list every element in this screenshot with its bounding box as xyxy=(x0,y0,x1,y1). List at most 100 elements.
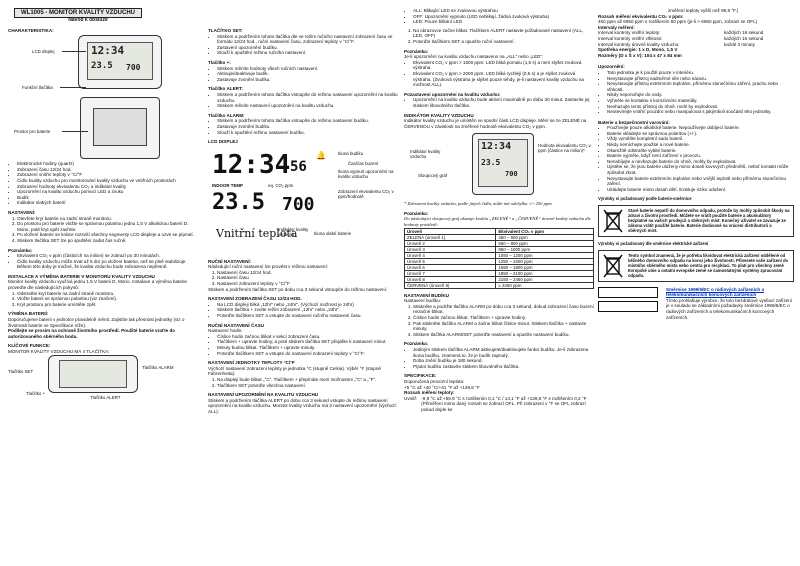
power-spec: Spotřeba energie: 1 x D, Mono, 1,5 V xyxy=(598,47,678,53)
device-lcd-ppm: 700 xyxy=(126,63,141,73)
temp-unit-item: Tlačítkem SET potvrďte všechna nastavení… xyxy=(217,383,398,389)
alarm-bell-icon: 🔔 xyxy=(316,150,326,160)
feature-item: Indikátor slabých baterií xyxy=(17,200,198,206)
safety-item: Nevystavujte baterie extrémním teplotám … xyxy=(607,176,794,187)
note-heading: Poznámka: xyxy=(8,247,33,253)
feature-item: Zobrazení hodnoty ekvivalentu CO₂ a indi… xyxy=(17,184,198,190)
interval-value: každých 16 sekund xyxy=(724,30,764,36)
battery-safety-list: Používejte pouze alkalické baterie. Nepo… xyxy=(598,125,794,192)
brand-logo xyxy=(598,300,658,312)
lcd-diagram-temp: 23.5 xyxy=(212,189,265,215)
setup-heading: NASTAVENÍ: xyxy=(8,209,36,215)
indicator-device-lcd: 12:34 23.5 700 xyxy=(478,139,528,188)
warnings-heading: Upozornění: xyxy=(598,64,625,70)
alarm-setting-paragraph: Nastavení budíku: xyxy=(404,298,442,304)
alert-stop-item: Upozornění na kvalitu vzduchu bude aktiv… xyxy=(413,97,594,108)
spec-range-value: -9,9 °C až +59,9 °C s rozlišením 0,1 °C … xyxy=(421,395,587,412)
setup-list: Otevřete kryt baterie na zadní straně mo… xyxy=(8,216,198,244)
hour-format-list: Na LCD displeji bliká „12hr“ nebo „24hr“… xyxy=(208,302,398,319)
time-setting-paragraph: Nastavení hodin: xyxy=(208,328,243,334)
table-row: ČERVENÁ (úroveň 9)≥ 2450 ppm xyxy=(403,281,594,289)
table-note-heading: Poznámka: xyxy=(404,210,429,216)
set-key-list: Stiskem a podržením tohoto tlačítka dle … xyxy=(208,34,398,56)
note-item: Čidlo kvality vzduchu může trvat až 5 dn… xyxy=(17,259,198,270)
key-functions-paragraph: MONITOR KVALITY VZDUCHU MÁ 4 TLAČÍTKA: xyxy=(8,349,110,354)
alarm-setting-list: Stiskněte a podržte tlačítko ALARM po do… xyxy=(404,304,594,338)
setup-step: Do prostoru pro baterie vložte se správn… xyxy=(17,221,198,232)
install-step: Kryt prostoru pro baterie umístěte zpět. xyxy=(17,302,198,308)
quality-indicator-heading: INDIKÁTOR KVALITY VZDUCHU xyxy=(404,112,474,118)
alert-steps-list: Na obrazovce začne blikat. Tlačítkem ALE… xyxy=(404,28,594,45)
feature-item: Elektronické hodiny (quartz) xyxy=(17,161,198,167)
interval-value: každých 16 sekund xyxy=(724,35,764,41)
setup-step: Otevřete kryt baterie na zadní straně mo… xyxy=(17,216,198,222)
alarm-note-item: Pípání budíku zastavíte stiskem libovoln… xyxy=(413,364,594,370)
warning-item: Neotevírejte vnitřní pouzdro nebo manipu… xyxy=(607,109,794,115)
air-quality-alert-paragraph: Stiskem a podržením tlačítka ALERT po do… xyxy=(208,397,397,414)
lcd-diagram-indoor-label: INDOOR TEMP xyxy=(212,182,243,188)
safety-item: Používejte pouze alkalické baterie. Nepo… xyxy=(607,125,794,131)
install-paragraph: Monitor kvality vzduchu využívá jednu 1,… xyxy=(8,279,187,291)
table-cell: ČERVENÁ (úroveň 9) xyxy=(403,281,497,289)
battery-env-warning: Podílejte se prosím na ochraně životního… xyxy=(8,328,176,339)
plus-button-label: Tlačítko + xyxy=(26,390,46,396)
electrical-waste-text: Tento symbol znamená, že je potřeba likv… xyxy=(628,252,789,278)
set-button-label: Tlačítko SET xyxy=(8,368,34,374)
crossed-bin-icon xyxy=(601,253,625,279)
manual-item: Nastavení času xyxy=(217,275,398,281)
alarm-setting-step: Číslice hodin začnou blikat. Tlačítkem +… xyxy=(413,315,594,321)
column-2: TLAČÍTKO SET: Stiskem a podržením tohoto… xyxy=(208,8,398,415)
electrical-waste-box: Tento symbol znamená, že je potřeba likv… xyxy=(598,249,794,282)
spec-range-row: Uvnitř: -9,9 °C až +59,9 °C s rozlišením… xyxy=(404,396,594,413)
spec-range-label: Uvnitř: xyxy=(404,395,418,401)
alert-options-list: ALL: Blikající LED se zvukovou výstrahou… xyxy=(404,8,594,25)
alarm-icon-label: Ikona budíku xyxy=(338,150,364,156)
alarm-setting-heading: NASTAVENÍ BUDÍKU xyxy=(404,292,450,298)
spec-temp-heading: Doporučená provozní teplota: xyxy=(404,378,465,384)
characteristics-heading: CHARAKTERISTIKA: xyxy=(8,27,54,33)
indicator-illustration: 12:34 23.5 700 Indikátor kvality vzduchu… xyxy=(404,129,594,201)
co2-level-table: Úroveň Ekvivalent CO₂ v ppm ZELENÁ (úrov… xyxy=(403,227,594,289)
alarm-setting-step: Stiskněte a podržte tlačítko ALARM po do… xyxy=(413,304,594,315)
directive-link[interactable]: Směrnice 1999/5/EC o rádiových zařízeníc… xyxy=(666,286,765,298)
alert-stop-list: Upozornění na kvalitu vzduchu bude aktiv… xyxy=(404,97,594,108)
lcd-display-diagram: 12:34 56 🔔 INDOOR TEMP eq. CO₂ ppm 23.5 … xyxy=(208,147,398,255)
spec-temp-value: +5 °C až +40 °C/+41 °F až +139,8 °F xyxy=(404,384,480,390)
safety-item: Baterie vyjměte, když není zařízení v pr… xyxy=(607,153,794,159)
battery-label-line xyxy=(62,131,88,132)
feature-item: Budík xyxy=(17,195,198,201)
install-step: Odstraňte kryt baterie na zadní straně m… xyxy=(17,291,198,297)
alert-button-label: Tlačítko ALERT xyxy=(90,394,121,400)
device-lcd-temp: 23.5 xyxy=(91,61,113,72)
table-note: Do následující sloupcový graf ukazuje kv… xyxy=(404,216,591,228)
crossed-bin-icon xyxy=(601,208,625,234)
manual-paragraph-2: Stiskem a podržením tlačítka SET po dobu… xyxy=(208,286,388,292)
alert-option: OFF: Upozornění vypnuto (LED neblikají, … xyxy=(413,14,594,20)
alarm-note-list: Jediným stiskem tlačítka ALARM aktivujet… xyxy=(404,347,594,369)
intervals-heading: Intervaly měření: xyxy=(598,24,635,30)
function-keys-label: Funkční tlačítka xyxy=(22,85,53,91)
indicator-lcd-ppm: 700 xyxy=(505,170,518,179)
interval-row: Interval kontroly úrovně kvality vzduchu… xyxy=(598,42,794,48)
alarm-key-heading: Tlačítko ALARM: xyxy=(208,112,245,118)
alert-off-icon-label: Ikona vypnutí upozornění na kvalitu vzdu… xyxy=(338,168,394,179)
time-setting-item: Číslice hodin začnou blikat v sekci zobr… xyxy=(217,334,398,340)
install-list: Odstraňte kryt baterie na zadní straně m… xyxy=(8,291,198,308)
time-setting-item: Minuty budou blikat. Tlačítkem + upravte… xyxy=(217,345,398,351)
setup-step: Stiskem tlačítka SET lze po spuštění zad… xyxy=(17,238,198,244)
alert-key-item: Stiskem a podržením tohoto tlačítka vsto… xyxy=(217,92,398,103)
warning-item: Vyhněte se kontaktu s korozivními materi… xyxy=(607,98,794,104)
set-key-item: Stiskem a podržením tohoto tlačítka dle … xyxy=(217,34,398,45)
manual-item: Nastavení času 12/24 hod. xyxy=(217,270,398,276)
spec-continued: změření teploty vyšší než 99,9 °F.) xyxy=(668,8,739,13)
battery-waste-heading: Výrobky si požadovaný podle baterie-směr… xyxy=(598,196,692,202)
time-setting-item: Potvrďte tlačítkem SET a vstupte do nast… xyxy=(217,351,398,357)
footnote: * Zobrazení kvality vzduchu, podle jinýc… xyxy=(404,201,553,207)
manual-list: Nastavení času 12/24 hod. Nastavení času… xyxy=(208,270,398,287)
warning-item: Tato jednotka je k použití pouze v inter… xyxy=(607,70,794,76)
warning-item: Nevystavujte přístroj nadměrné síle nebo… xyxy=(607,76,794,82)
co2-value-label: Zobrazení ekvivalentu CO₂ v ppm/hodnotě xyxy=(338,188,394,199)
compliance-section: Směrnice 1999/5/EC o rádiových zařízeníc… xyxy=(598,286,794,321)
alert-option: ALL: Blikající LED se zvukovou výstrahou xyxy=(413,8,594,14)
time-label: Čas/čas buzení xyxy=(348,160,379,166)
